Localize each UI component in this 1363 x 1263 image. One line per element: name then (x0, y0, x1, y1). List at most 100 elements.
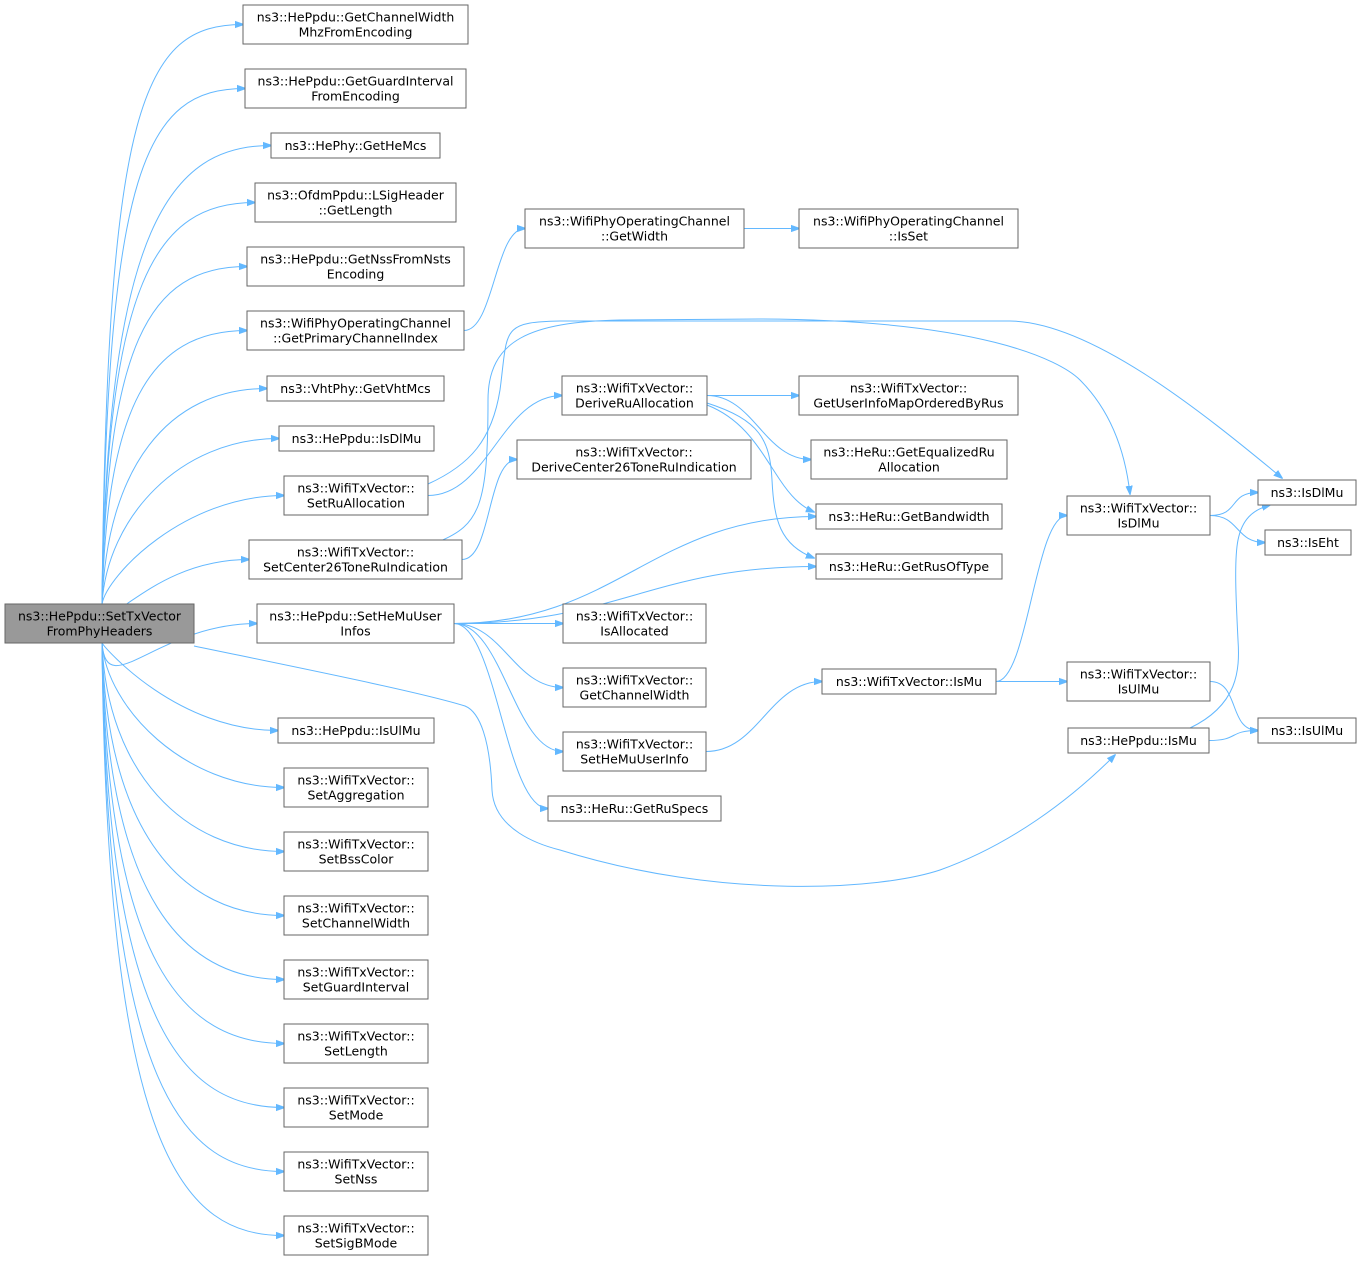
node-label: ns3::HeRu::GetEqualizedRu (823, 445, 994, 460)
node-box (547, 795, 722, 822)
node-n23[interactable]: ns3::WifiTxVector::IsAllocated (562, 603, 707, 644)
node-box (1066, 661, 1211, 702)
node-n34[interactable]: ns3::WifiTxVector::SetChannelWidth (283, 895, 429, 936)
node-n10[interactable]: ns3::HePpdu::IsDlMu (278, 425, 435, 452)
edge-root-to-n11 (101, 496, 284, 605)
node-label: ns3::WifiTxVector:: (850, 381, 967, 396)
node-n8[interactable]: ns3::WifiPhyOperatingChannel::IsSet (798, 208, 1019, 249)
node-label: SetMode (329, 1108, 384, 1123)
edge-n12-to-n15 (706, 404, 814, 512)
node-n21[interactable]: ns3::WifiTxVector::SetCenter26ToneRuIndi… (248, 539, 463, 580)
node-n29[interactable]: ns3::HePpdu::IsMu (1067, 727, 1210, 754)
node-n36[interactable]: ns3::WifiTxVector::SetLength (283, 1023, 429, 1064)
node-box (1257, 717, 1357, 744)
node-n17[interactable]: ns3::WifiTxVector::IsDlMu (1066, 495, 1211, 536)
edge-root-to-n4 (101, 203, 255, 605)
node-n18[interactable]: ns3::IsDlMu (1257, 479, 1357, 506)
node-n28[interactable]: ns3::WifiTxVector::SetHeMuUserInfo (562, 731, 707, 772)
node-label: SetRuAllocation (307, 496, 405, 511)
node-label: ns3::HePhy::GetHeMcs (285, 138, 427, 153)
edge-root-to-n38 (101, 642, 284, 1172)
node-n3[interactable]: ns3::HePhy::GetHeMcs (270, 132, 441, 159)
edge-root-to-n36 (101, 642, 284, 1044)
node-n12[interactable]: ns3::WifiTxVector::DeriveRuAllocation (561, 375, 708, 416)
node-box (283, 475, 429, 516)
edge-n29-to-n18 (1189, 505, 1270, 729)
node-n7[interactable]: ns3::WifiPhyOperatingChannel::GetWidth (524, 208, 745, 249)
node-box (798, 375, 1019, 416)
node-n11[interactable]: ns3::WifiTxVector::SetRuAllocation (283, 475, 429, 516)
edge-root-to-n10 (101, 439, 279, 605)
node-n26[interactable]: ns3::WifiTxVector::IsUlMu (1066, 661, 1211, 702)
node-box (246, 246, 465, 287)
edge-n12-to-n14 (706, 395, 811, 460)
node-n33[interactable]: ns3::WifiTxVector::SetBssColor (283, 831, 429, 872)
node-box (283, 1023, 429, 1064)
node-box (4, 603, 195, 644)
node-n4[interactable]: ns3::OfdmPpdu::LSigHeader::GetLength (254, 182, 457, 223)
node-n19[interactable]: ns3::IsEht (1264, 529, 1352, 556)
node-box (562, 731, 707, 772)
edge-root-to-n32 (101, 642, 284, 788)
edge-n26-to-n27 (1209, 681, 1258, 731)
edges-layer (101, 25, 1282, 1236)
node-n9[interactable]: ns3::VhtPhy::GetVhtMcs (266, 375, 445, 402)
node-label: ns3::WifiPhyOperatingChannel (813, 214, 1004, 229)
node-label: ns3::WifiTxVector:: (576, 737, 693, 752)
node-n24[interactable]: ns3::WifiTxVector::GetChannelWidth (562, 667, 707, 708)
edge-n22-to-n28 (453, 623, 563, 752)
node-label: ns3::VhtPhy::GetVhtMcs (280, 381, 430, 396)
node-label: ns3::WifiTxVector::IsMu (836, 674, 982, 689)
node-label: DeriveRuAllocation (575, 396, 694, 411)
node-box (283, 1151, 429, 1192)
node-n6[interactable]: ns3::WifiPhyOperatingChannel::GetPrimary… (246, 310, 465, 351)
node-n38[interactable]: ns3::WifiTxVector::SetNss (283, 1151, 429, 1192)
node-box (821, 668, 997, 695)
node-n20[interactable]: ns3::WifiTxVector::DeriveCenter26ToneRuI… (516, 439, 752, 480)
node-n13[interactable]: ns3::WifiTxVector::GetUserInfoMapOrdered… (798, 375, 1019, 416)
node-n16[interactable]: ns3::HeRu::GetRusOfType (815, 553, 1003, 580)
edge-n22-to-n16 (453, 567, 816, 624)
node-label: SetLength (324, 1044, 388, 1059)
node-n27[interactable]: ns3::IsUlMu (1257, 717, 1357, 744)
node-n37[interactable]: ns3::WifiTxVector::SetMode (283, 1087, 429, 1128)
edge-root-to-n6 (101, 331, 247, 605)
node-box (283, 767, 429, 808)
node-n2[interactable]: ns3::HePpdu::GetGuardIntervalFromEncodin… (244, 68, 467, 109)
node-box (815, 553, 1003, 580)
node-label: ns3::WifiTxVector:: (576, 673, 693, 688)
edge-n17-to-n18 (1209, 493, 1258, 516)
node-label: DeriveCenter26ToneRuIndication (531, 460, 736, 475)
node-n25[interactable]: ns3::WifiTxVector::IsMu (821, 668, 997, 695)
node-label: SetBssColor (319, 852, 395, 867)
node-label: ns3::HePpdu::IsMu (1080, 733, 1197, 748)
node-n39[interactable]: ns3::WifiTxVector::SetSigBMode (283, 1215, 429, 1256)
node-label: ns3::WifiPhyOperatingChannel (260, 316, 451, 331)
node-n30[interactable]: ns3::HeRu::GetRuSpecs (547, 795, 722, 822)
node-label: ns3::WifiTxVector:: (1080, 501, 1197, 516)
node-box (1067, 727, 1210, 754)
node-label: ns3::WifiTxVector:: (576, 381, 693, 396)
node-label: ns3::WifiTxVector:: (297, 545, 414, 560)
node-n15[interactable]: ns3::HeRu::GetBandwidth (815, 503, 1003, 530)
node-n31[interactable]: ns3::HePpdu::IsUlMu (277, 717, 435, 744)
node-label: SetChannelWidth (302, 916, 410, 931)
node-n1[interactable]: ns3::HePpdu::GetChannelWidthMhzFromEncod… (242, 4, 469, 45)
node-label: ns3::IsUlMu (1271, 723, 1343, 738)
edge-n29-to-n27 (1208, 731, 1258, 741)
node-label: ns3::HeRu::GetBandwidth (828, 509, 989, 524)
node-box (283, 895, 429, 936)
edge-root-to-n22 (101, 624, 257, 666)
node-box (256, 603, 455, 644)
node-box (254, 182, 457, 223)
node-label: ns3::WifiTxVector:: (575, 445, 692, 460)
node-label: ns3::WifiTxVector:: (1080, 667, 1197, 682)
node-n35[interactable]: ns3::WifiTxVector::SetGuardInterval (283, 959, 429, 1000)
node-n32[interactable]: ns3::WifiTxVector::SetAggregation (283, 767, 429, 808)
edge-n21-to-n17 (437, 318, 1130, 543)
node-label: SetHeMuUserInfo (580, 752, 688, 767)
